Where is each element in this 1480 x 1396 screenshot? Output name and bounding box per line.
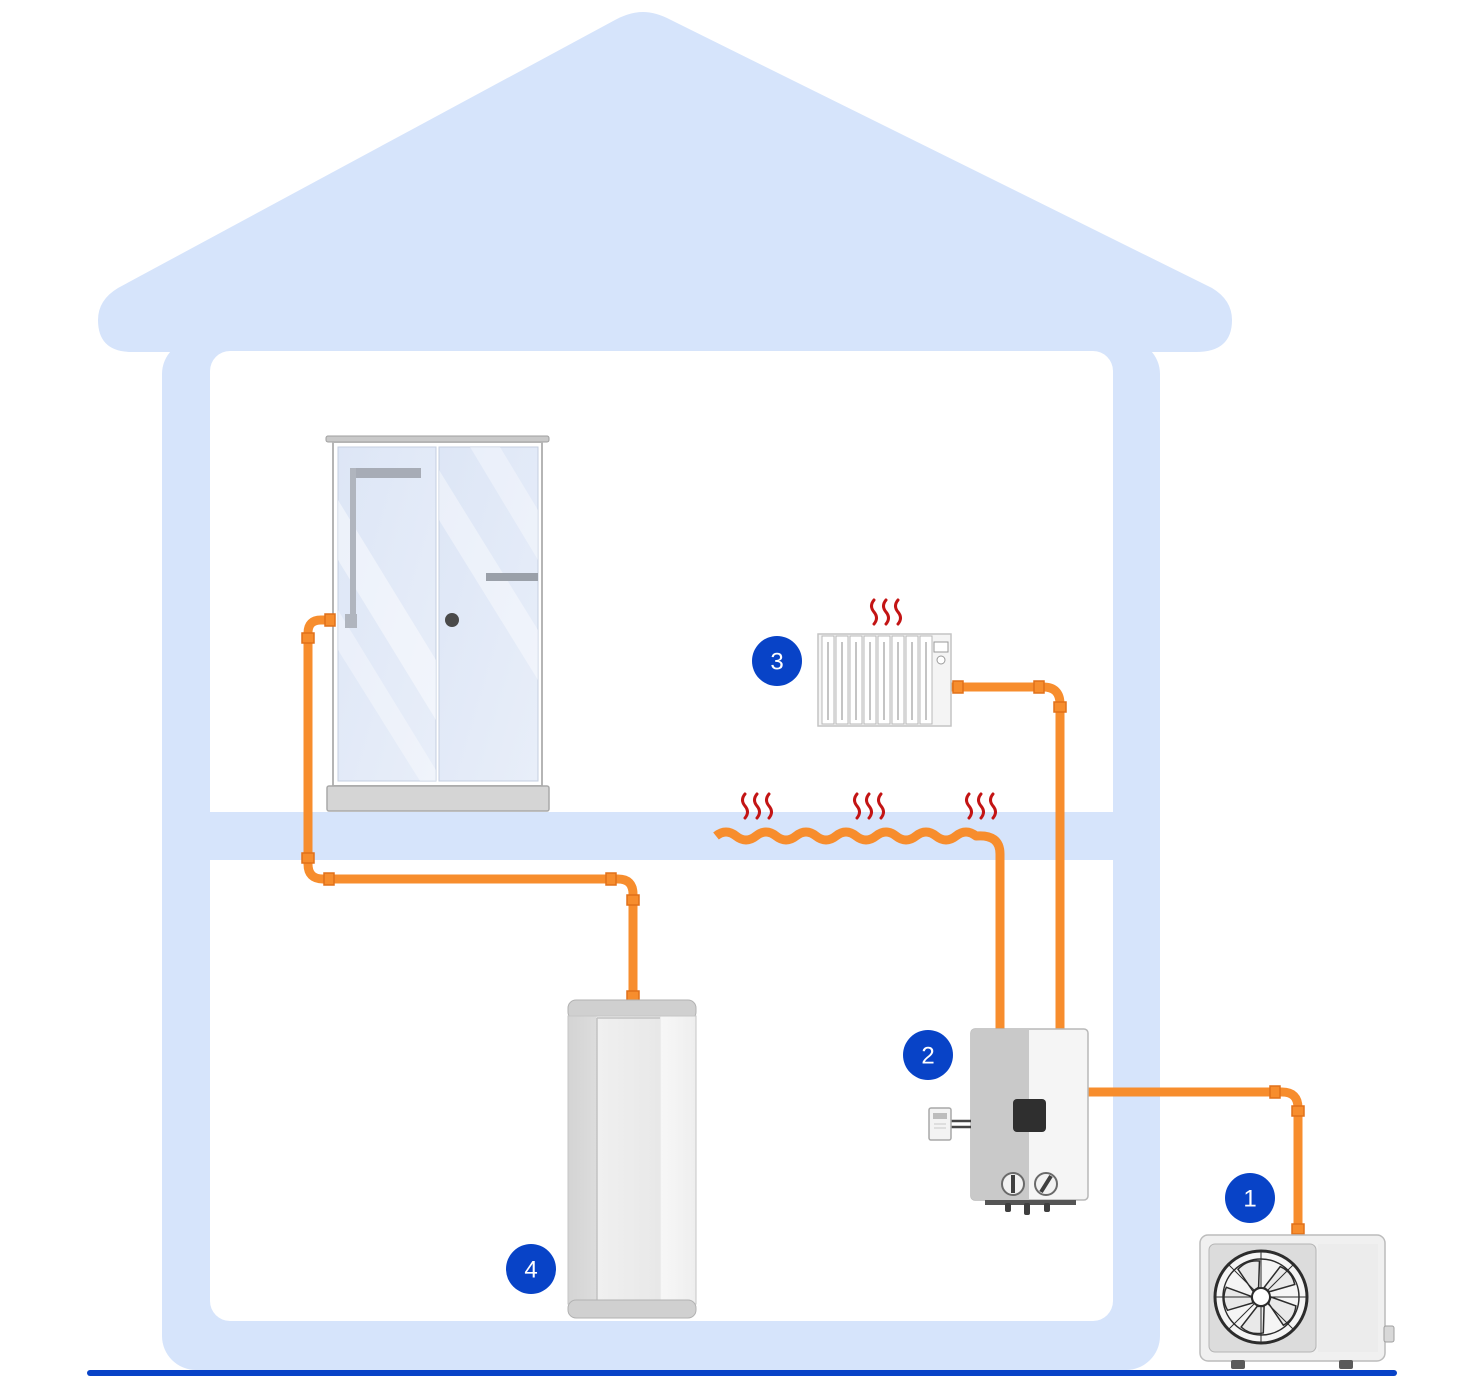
badge-label: 3 bbox=[770, 649, 783, 676]
heat-pump-indoor-unit-icon bbox=[970, 1028, 1089, 1215]
fan-guard-spoke bbox=[1267, 1264, 1294, 1291]
radiator-icon bbox=[817, 633, 952, 727]
tank-bottom-cap bbox=[567, 1299, 697, 1319]
thermostat-icon bbox=[928, 1107, 971, 1141]
pipe-fitting bbox=[1269, 1085, 1281, 1099]
badge-label: 4 bbox=[524, 1257, 537, 1284]
pipe-shower-tank bbox=[303, 615, 638, 998]
radiator-fins bbox=[821, 635, 933, 725]
fan-blade bbox=[1267, 1296, 1297, 1327]
badge-water-tank[interactable]: 4 bbox=[506, 1244, 556, 1294]
shower-door-knob[interactable] bbox=[445, 613, 459, 627]
radiator-knob[interactable] bbox=[936, 655, 946, 665]
fan-icon bbox=[1215, 1251, 1307, 1343]
indoor-unit-bottom-rail bbox=[985, 1200, 1076, 1205]
heat-waves-floor-1 bbox=[741, 792, 773, 820]
pipe-fitting bbox=[1053, 701, 1067, 713]
heat-waves-floor-3 bbox=[965, 792, 997, 820]
outdoor-unit-foot-right bbox=[1339, 1360, 1353, 1369]
badge-radiator[interactable]: 3 bbox=[752, 636, 802, 686]
pipe-fitting bbox=[952, 680, 964, 694]
pipe-fitting bbox=[1291, 1105, 1305, 1117]
badge-indoor-unit[interactable]: 2 bbox=[903, 1030, 953, 1080]
heat-waves-icon bbox=[741, 598, 997, 820]
shower-tray bbox=[326, 785, 550, 812]
shower-mixer bbox=[345, 614, 357, 628]
tank-body bbox=[567, 1015, 697, 1305]
pipe-fitting bbox=[626, 894, 640, 906]
outdoor-unit-foot-left bbox=[1231, 1360, 1245, 1369]
pipe-fitting bbox=[301, 852, 315, 864]
hot-water-tank-icon bbox=[567, 999, 697, 1319]
fan-blade bbox=[1240, 1305, 1265, 1335]
indoor-unit-display[interactable] bbox=[1013, 1099, 1046, 1132]
heat-pump-outdoor-unit-icon bbox=[1199, 1234, 1395, 1369]
pipe-fitting bbox=[1033, 680, 1045, 694]
badge-label: 1 bbox=[1243, 1186, 1256, 1213]
pipe-fitting bbox=[323, 872, 335, 886]
heat-waves-radiator bbox=[870, 598, 902, 626]
pipe-fitting bbox=[301, 632, 315, 644]
fan-blade bbox=[1237, 1260, 1261, 1293]
shower-cabin-icon bbox=[325, 435, 550, 812]
pipe-fitting bbox=[605, 872, 617, 886]
shower-riser bbox=[350, 468, 356, 618]
shower-head-arm bbox=[350, 468, 421, 478]
radiator-control-panel bbox=[933, 641, 949, 653]
badge-label: 2 bbox=[921, 1043, 934, 1070]
outdoor-unit-valve bbox=[1383, 1325, 1395, 1343]
fan-guard-spoke bbox=[1267, 1303, 1294, 1330]
house-roof bbox=[98, 12, 1232, 352]
fan-guard-spoke bbox=[1228, 1264, 1255, 1291]
outdoor-unit-side-panel bbox=[1318, 1244, 1378, 1352]
heat-waves-floor-2 bbox=[853, 792, 885, 820]
badge-outdoor-unit[interactable]: 1 bbox=[1225, 1173, 1275, 1223]
pipe-fitting bbox=[324, 613, 336, 627]
indoor-unit-left-panel bbox=[971, 1029, 1029, 1200]
pipes bbox=[301, 613, 1305, 1236]
fan-guard-spoke bbox=[1228, 1303, 1255, 1330]
shower-towel-bar bbox=[486, 573, 538, 581]
underfloor-heating-icon bbox=[713, 827, 1005, 1030]
pipe-fitting bbox=[1291, 1223, 1305, 1235]
